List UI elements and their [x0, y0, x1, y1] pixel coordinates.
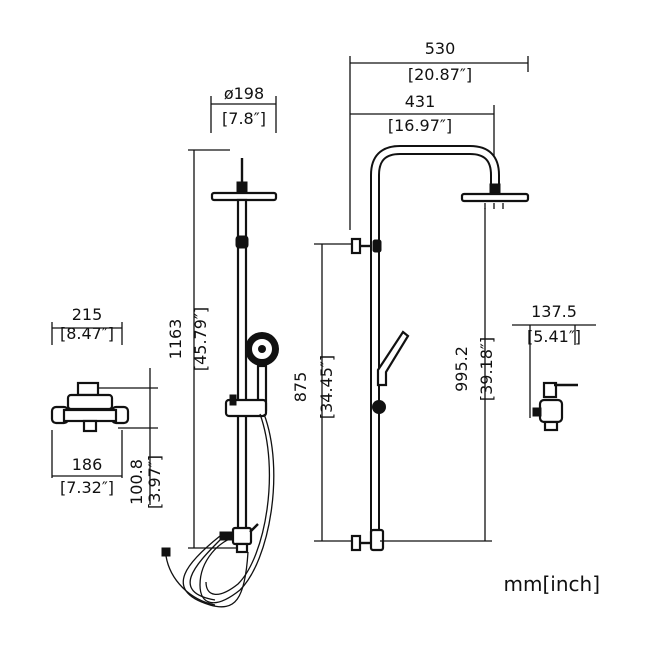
riser-bracket-upper: [235, 235, 249, 249]
head-diameter-inch-label: [7.8″]: [222, 109, 266, 128]
mixer-width-label: 215: [72, 305, 103, 324]
outer-width-label: 530: [425, 39, 456, 58]
mixer-body: [66, 393, 114, 411]
hand-shower-side: [376, 330, 410, 387]
shower-head-side: [460, 192, 530, 203]
mixer-lever-handle: [76, 381, 100, 397]
side-depth-label: 137.5: [531, 302, 577, 321]
mixer-side-view: 137.5 [5.41″]: [512, 302, 596, 432]
head-diameter-label: ø198: [224, 84, 264, 103]
units-note: mm[inch]: [504, 572, 600, 596]
outer-width-inch-label: [20.87″]: [408, 65, 472, 84]
wall-bracket-upper: [350, 237, 362, 255]
mixer-depth-inch-label: [3.97″]: [145, 455, 164, 509]
mixer-spout: [82, 419, 98, 433]
side-depth-inch-label: [5.41″]: [527, 327, 581, 346]
mixer-depth-label: 100.8: [127, 459, 146, 505]
riser-pipe: [236, 198, 248, 537]
mixer-side-body: [542, 381, 558, 399]
mixer-front-view: 215 [8.47″] 100.8 [3.97″] 186 [7.32″]: [50, 305, 164, 509]
shower-front-view: ø198 [7.8″] 1163 [45.79″]: [161, 84, 279, 608]
mixer-width-inch-label: [8.47″]: [60, 324, 114, 343]
arm-width-inch-label: [16.97″]: [388, 116, 452, 135]
shower-side-view: 530 [20.87″] 431 [16.97″] 875 [34.45″]: [291, 39, 530, 552]
total-height-label: 1163: [166, 319, 185, 360]
slide-holder-side: [372, 400, 386, 414]
total-height-inch-label: [45.79″]: [191, 307, 210, 371]
mixer-body-label: 186: [72, 455, 103, 474]
mixer-side-cartridge: [538, 398, 564, 424]
diverter-body: [231, 526, 253, 546]
wall-bracket-lower: [350, 534, 362, 552]
bracket-spacing-label: 875: [291, 372, 310, 403]
shower-hose-outer: [199, 413, 275, 604]
arm-width-label: 431: [405, 92, 436, 111]
mixer-body-inch-label: [7.32″]: [60, 478, 114, 497]
head-height-inch-label: [39.18″]: [477, 337, 496, 401]
mixer-base: [62, 408, 118, 423]
head-connector: [236, 181, 248, 193]
bracket-spacing-inch-label: [34.45″]: [317, 355, 336, 419]
head-height-label: 995.2: [452, 346, 471, 392]
